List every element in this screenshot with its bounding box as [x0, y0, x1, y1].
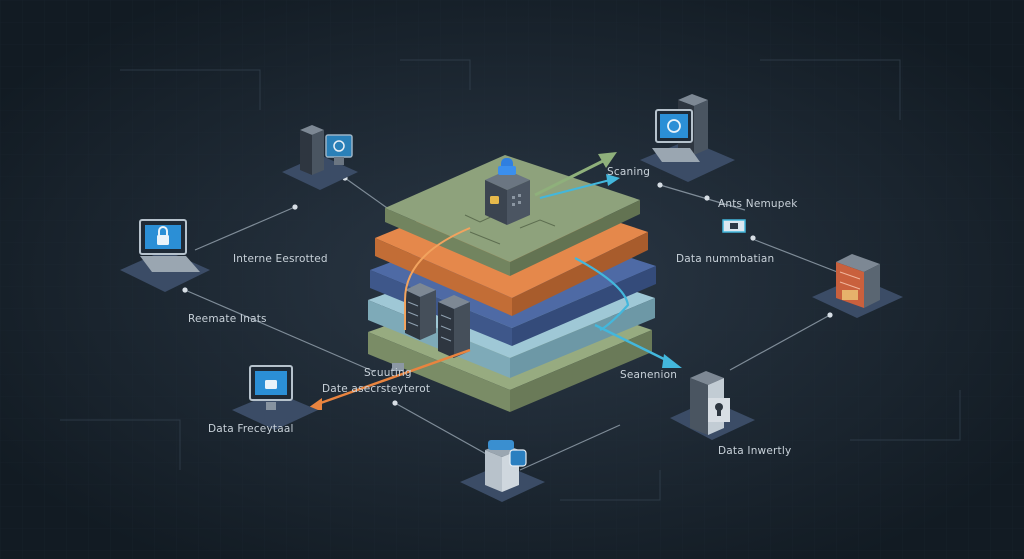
flow-cyan-top — [539, 179, 611, 199]
link-server-monitor — [344, 177, 391, 211]
cloud-server-node — [460, 440, 545, 502]
green-arrowhead-icon — [598, 152, 617, 168]
monitor-lock-node — [232, 365, 318, 430]
link-workstation — [659, 184, 746, 211]
top-circuit — [464, 214, 556, 245]
link-storage — [754, 239, 846, 276]
stack-server-left — [405, 283, 436, 340]
label-reemate-inats: Reemate Inats — [188, 313, 267, 325]
workstation-node — [640, 94, 735, 182]
cyan-arrowhead-icon — [662, 354, 682, 368]
link-remote — [184, 289, 376, 373]
stack-server-right — [438, 295, 470, 358]
server-shield-icon — [509, 449, 527, 467]
shield-icon — [333, 140, 345, 152]
lock-cube-icon — [485, 158, 530, 225]
link-secure-server — [729, 314, 831, 371]
link-laptop — [194, 206, 296, 251]
laptop-lock-node — [120, 219, 210, 292]
label-interne-eesrotted: Interne Eesrotted — [233, 253, 328, 265]
server-monitor-node — [282, 125, 358, 190]
monitor-lock-icon — [265, 380, 277, 389]
label-data-inwertly: Data Inwertly — [718, 445, 791, 457]
secure-server-node — [670, 371, 755, 440]
label-data-nummbatian: Data nummbatian — [676, 253, 774, 265]
flow-cyan-curve — [574, 257, 630, 331]
label-scaning: Scaning — [607, 166, 650, 178]
small-chip-icon — [392, 363, 404, 371]
chip-node — [722, 219, 746, 233]
chip-icon — [730, 223, 738, 229]
flow-green-arrow — [534, 158, 606, 197]
storage-node — [812, 254, 903, 318]
workstation-icon — [667, 119, 681, 133]
label-seanenion: Seanenion — [620, 369, 677, 381]
flow-orange-vertical — [404, 227, 471, 330]
lock-icon — [157, 235, 169, 245]
label-scuuting: Scuuting — [364, 367, 412, 379]
label-date-asecrsteyterot: Date asecrsteyterot — [322, 383, 430, 395]
cyan-top-arrowhead-icon — [606, 174, 620, 186]
storage-icon — [842, 290, 858, 300]
flow-orange-arrow — [314, 348, 471, 407]
flow-cyan-arrow — [594, 323, 671, 364]
circuit-traces — [60, 59, 961, 501]
layer-stack — [305, 152, 682, 412]
label-ants-nemupek: Ants Nemupek — [718, 198, 798, 210]
label-data-freceytaal: Data Freceytaal — [208, 423, 294, 435]
link-cloud-right — [519, 424, 621, 471]
connection-lines — [184, 177, 846, 471]
